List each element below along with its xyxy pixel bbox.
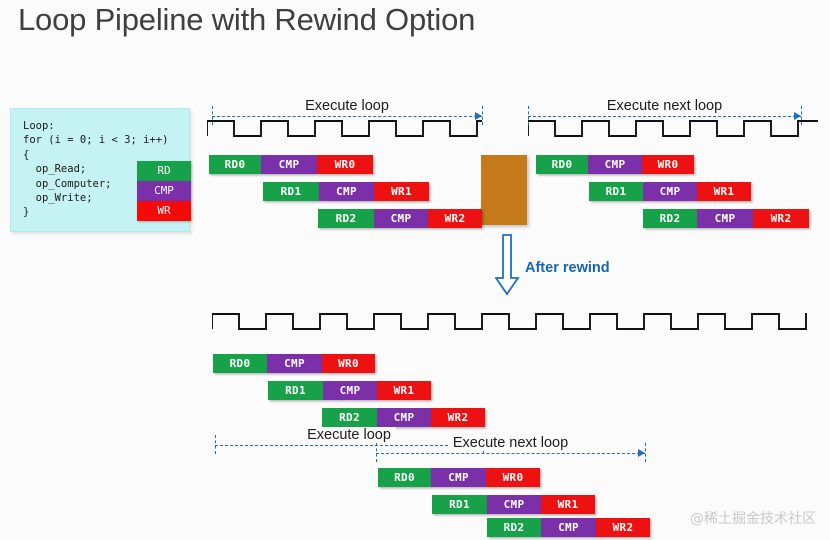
pipeline-stage-bar: WR2: [596, 518, 650, 537]
span-label: Execute loop: [300, 98, 394, 114]
pipeline-stage-bar: RD0: [213, 354, 267, 373]
stage-legend: RD CMP WR: [137, 161, 191, 221]
pipeline-stage-bar: CMP: [541, 518, 596, 537]
span-tick-end: [801, 106, 802, 125]
span-dashed-line: [215, 445, 483, 446]
pipeline-stage-bar: CMP: [697, 209, 753, 228]
pipeline-stage-bar: WR1: [374, 182, 429, 201]
watermark: @稀土掘金技术社区: [690, 511, 816, 527]
pipeline-stage-bar: RD2: [643, 209, 697, 228]
pipeline-stage-bar: CMP: [261, 155, 317, 174]
pipeline-stage-bar: WR0: [322, 354, 375, 373]
span-dashed-line: [528, 116, 801, 117]
clock-before-left: [207, 120, 482, 137]
clock-before-right: [528, 120, 818, 137]
pipeline-stage-bar: WR2: [753, 209, 809, 228]
pipeline-stage-bar: CMP: [588, 155, 642, 174]
pipeline-stage-bar: RD0: [378, 468, 431, 487]
span-dashed-line: [212, 116, 482, 117]
pipeline-stage-bar: WR0: [642, 155, 694, 174]
span-arrowhead-icon: [638, 449, 645, 457]
pipeline-stage-bar: CMP: [374, 209, 428, 228]
pipeline-stage-bar: CMP: [377, 408, 431, 427]
pipeline-stage-bar: WR0: [317, 155, 373, 174]
span-tick-end: [482, 106, 483, 125]
legend-item-wr: WR: [137, 201, 191, 221]
legend-item-rd: RD: [137, 161, 191, 181]
page-title: Loop Pipeline with Rewind Option: [18, 2, 476, 37]
pipeline-stage-bar: RD0: [536, 155, 588, 174]
pipeline-stage-bar: CMP: [431, 468, 486, 487]
pipeline-stage-bar: RD1: [268, 381, 323, 400]
span-tick-start: [215, 435, 216, 454]
span-label: Execute loop: [302, 427, 396, 443]
span-tick-start: [376, 443, 377, 462]
span-dashed-line: [376, 453, 645, 454]
legend-item-cmp: CMP: [137, 181, 191, 201]
pipeline-stage-bar: WR0: [486, 468, 540, 487]
pipeline-stage-bar: RD2: [487, 518, 541, 537]
code-panel: Loop: for (i = 0; i < 3; i++) { op_Read;…: [10, 108, 191, 232]
after-rewind-annotation: After rewind: [494, 234, 610, 301]
pipeline-stage-bar: WR1: [377, 381, 431, 400]
span-tick-start: [212, 106, 213, 125]
stall-block: [481, 155, 527, 225]
pipeline-stage-bar: CMP: [643, 182, 697, 201]
span-tick-start: [528, 106, 529, 125]
loop-source-code: Loop: for (i = 0; i < 3; i++) { op_Read;…: [23, 120, 169, 219]
pipeline-stage-bar: WR2: [431, 408, 485, 427]
pipeline-stage-bar: RD2: [318, 209, 374, 228]
after-rewind-label: After rewind: [525, 260, 610, 276]
pipeline-stage-bar: CMP: [319, 182, 374, 201]
span-label: Execute next loop: [447, 435, 574, 451]
pipeline-stage-bar: CMP: [323, 381, 377, 400]
pipeline-stage-bar: WR1: [697, 182, 751, 201]
clock-after: [212, 313, 807, 330]
span-tick-end: [645, 443, 646, 462]
pipeline-stage-bar: RD2: [322, 408, 377, 427]
pipeline-stage-bar: WR1: [541, 495, 595, 514]
span-arrowhead-icon: [475, 112, 482, 120]
pipeline-stage-bar: RD1: [589, 182, 643, 201]
pipeline-stage-bar: CMP: [487, 495, 541, 514]
pipeline-stage-bar: WR2: [428, 209, 482, 228]
pipeline-stage-bar: CMP: [267, 354, 322, 373]
rewind-down-arrow-icon: [494, 234, 520, 296]
pipeline-stage-bar: RD1: [263, 182, 319, 201]
pipeline-stage-bar: RD1: [432, 495, 487, 514]
span-arrowhead-icon: [794, 112, 801, 120]
span-label: Execute next loop: [601, 98, 728, 114]
pipeline-stage-bar: RD0: [209, 155, 261, 174]
